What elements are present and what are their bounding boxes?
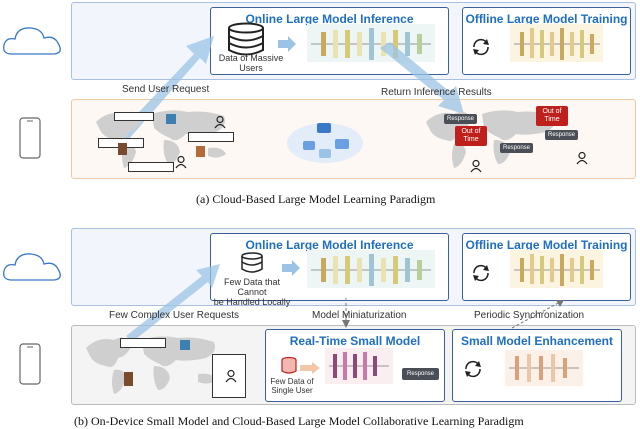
database-icon <box>228 22 264 56</box>
search-bar <box>120 338 166 348</box>
online-inference-title: Online Large Model Inference <box>245 12 414 26</box>
search-bar <box>114 112 154 121</box>
cycle-icon <box>465 360 481 378</box>
user-icon <box>214 115 226 129</box>
user-icon <box>175 155 187 169</box>
database-icon <box>241 252 263 273</box>
out-of-time-bubble: Out of Time <box>455 126 487 146</box>
cycle-icon <box>473 264 489 282</box>
user-icon <box>225 369 237 383</box>
photo-thumbnail <box>166 114 176 124</box>
response-bubble: Response <box>545 130 579 140</box>
response-bubble: Response <box>500 143 534 153</box>
database-icon <box>281 356 297 374</box>
cycle-icon <box>473 38 489 56</box>
caption-a: (a) Cloud-Based Large Model Learning Par… <box>196 192 436 206</box>
neural-network-diagram <box>510 250 603 288</box>
photo-thumbnail <box>196 146 205 157</box>
user-icon <box>470 159 482 173</box>
small-model-diagram <box>505 350 583 386</box>
few-requests-label: Few Complex User Requests <box>109 310 240 321</box>
data-label: Data of Massive Users <box>218 53 284 73</box>
single-user-label: Few Data of Single User <box>270 377 314 395</box>
send-request-label: Send User Request <box>122 84 210 95</box>
neural-network-diagram <box>307 250 435 288</box>
return-results-label: Return Inference Results <box>381 87 492 98</box>
cloud-icon <box>3 27 61 55</box>
online-inference-title: Online Large Model Inference <box>245 238 414 252</box>
user-icon <box>576 151 588 165</box>
enhancement-title: Small Model Enhancement <box>460 334 614 348</box>
arrow-right-icon <box>300 362 320 374</box>
photo-thumbnail <box>180 340 190 350</box>
device-cluster-icon <box>287 123 363 163</box>
photo-thumbnail <box>124 372 133 386</box>
sync-arrow <box>511 300 564 329</box>
search-bar <box>128 162 174 172</box>
request-arrow <box>126 264 220 342</box>
periodic-sync-label: Periodic Synchronization <box>474 310 585 321</box>
photo-thumbnail <box>118 143 127 155</box>
return-arrow <box>380 42 464 114</box>
miniaturization-arrow <box>342 298 350 328</box>
offline-training-title: Offline Large Model Training <box>465 12 628 26</box>
neural-network-diagram <box>510 24 603 62</box>
search-bar <box>188 132 234 142</box>
neural-network-diagram <box>307 24 435 62</box>
arrow-right-icon <box>282 260 300 276</box>
phone-icon <box>19 117 41 159</box>
phone-icon <box>19 343 41 385</box>
arrow-right-icon <box>278 36 296 52</box>
miniaturization-label: Model Miniaturization <box>312 310 407 321</box>
response-bubble: Response <box>444 114 478 124</box>
few-data-label: Few Data that Cannot be Handled Locally <box>213 277 291 307</box>
phone-screen-thumbnail <box>212 354 246 398</box>
out-of-time-bubble: Out of Time <box>536 106 568 126</box>
cloud-icon <box>3 253 61 281</box>
small-model-diagram <box>325 348 393 384</box>
response-bubble: Response <box>402 368 440 380</box>
offline-training-title: Offline Large Model Training <box>465 238 628 252</box>
